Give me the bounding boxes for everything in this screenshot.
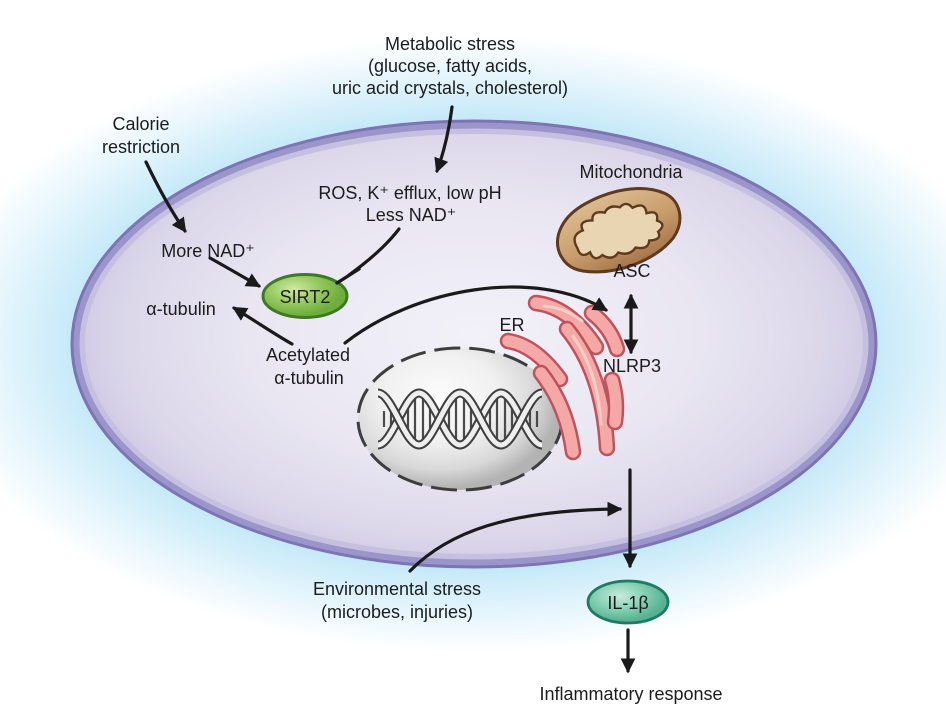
il1b-label: IL-1β: [607, 593, 648, 613]
label-inflammatory-response: Inflammatory response: [539, 684, 722, 704]
dna-helix: [376, 388, 544, 450]
cell-membrane-outline: [70, 119, 878, 569]
label-nlrp3: NLRP3: [603, 356, 661, 376]
er-tubule: [558, 320, 616, 457]
il1b-node: IL-1β: [586, 579, 670, 625]
arrow-environmental-stress: [408, 501, 623, 573]
labels: Metabolic stress (glucose, fatty acids, …: [102, 34, 723, 704]
er-tubule: [527, 294, 605, 356]
label-calorie-restriction-line1: Calorie: [112, 114, 169, 134]
inhibition-bar: [335, 267, 361, 285]
mitochondria-cristae: [573, 202, 664, 260]
label-alpha-tubulin: α-tubulin: [146, 299, 215, 319]
label-acetylated-line2: α-tubulin: [274, 368, 343, 388]
arrow-deacetylation-to-tubulin: [232, 306, 294, 346]
label-calorie-restriction-line2: restriction: [102, 137, 180, 157]
arrow-tubulin-to-nlrp3: [343, 285, 608, 345]
er-tubule: [532, 364, 582, 461]
er-tubule: [583, 304, 626, 358]
label-environmental-line1: Environmental stress: [313, 579, 481, 599]
nucleus-body: [356, 346, 564, 492]
arrow-nad-to-sirt2: [208, 256, 261, 288]
label-metabolic-stress-line3: uric acid crystals, cholesterol): [332, 78, 568, 98]
label-metabolic-stress-line1: Metabolic stress: [385, 34, 515, 54]
mitochondria-organelle: [556, 187, 682, 274]
er-tubules: [499, 294, 626, 461]
label-metabolic-stress-line2: (glucose, fatty acids,: [368, 56, 532, 76]
label-mitochondria: Mitochondria: [579, 162, 683, 182]
label-stress-signals-line1: ROS, K⁺ efflux, low pH: [318, 183, 501, 203]
er-tubule: [499, 332, 569, 388]
arrow-calorie-to-nad: [144, 160, 187, 233]
arrows: [144, 105, 639, 674]
il1b-ellipse: [586, 579, 670, 625]
sirt2-label: SIRT2: [280, 287, 331, 307]
nucleus: [356, 346, 564, 492]
sirt2-ellipse: [261, 273, 349, 319]
cell-membrane-inner: [79, 128, 869, 560]
label-acetylated-line1: Acetylated: [266, 345, 350, 365]
label-er: ER: [499, 315, 524, 335]
label-environmental-line2: (microbes, injuries): [321, 602, 473, 622]
sirt2-node: SIRT2: [261, 273, 349, 319]
label-more-nad: More NAD⁺: [161, 241, 255, 261]
arrow-metabolic-to-signals: [434, 105, 454, 174]
er-tubule: [603, 371, 625, 431]
label-asc: ASC: [613, 261, 650, 281]
cell-membrane-band: [72, 121, 876, 567]
label-stress-signals-line2: Less NAD⁺: [366, 205, 457, 225]
